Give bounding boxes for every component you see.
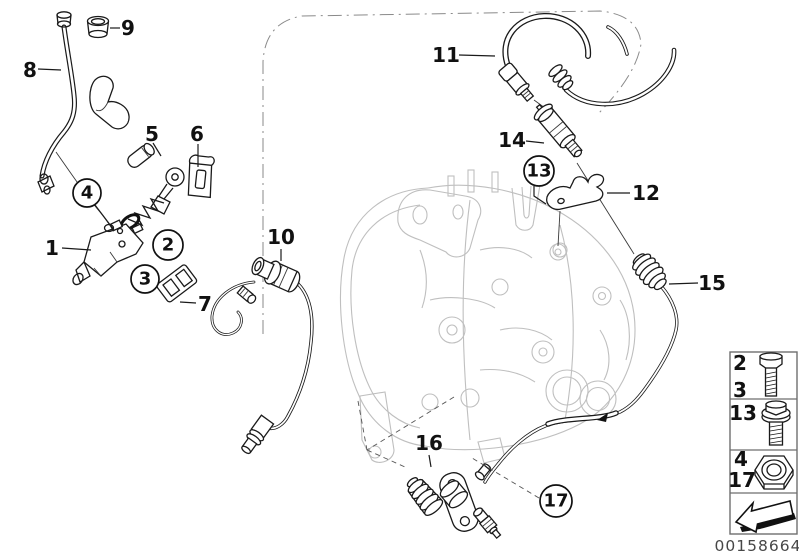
callout-number-13: 13 xyxy=(526,161,551,182)
callout-number-3: 3 xyxy=(139,269,152,290)
flange-bolt-icon xyxy=(761,400,791,446)
callout-number-2: 2 xyxy=(162,235,175,256)
callout-8: 8 xyxy=(23,58,62,82)
callout-number-11: 11 xyxy=(432,43,460,67)
callout-number-12: 12 xyxy=(632,181,660,205)
slave-bellows xyxy=(406,477,444,516)
callout-number-17: 17 xyxy=(543,491,568,512)
callout-2: 2 xyxy=(152,229,184,261)
legend-part-number-3: 3 xyxy=(733,378,747,402)
part-1-master-cylinder xyxy=(72,167,185,286)
part-6-clip xyxy=(187,154,215,199)
callout-13: 13 xyxy=(523,155,555,205)
legend-part-number-2: 2 xyxy=(733,351,747,375)
callout-number-7: 7 xyxy=(198,292,212,316)
assembly-dashed-line xyxy=(366,396,455,451)
callout-number-14: 14 xyxy=(498,128,526,152)
slave-bleed-fitting xyxy=(473,507,502,540)
coil-fitting xyxy=(236,285,257,304)
callout-number-5: 5 xyxy=(145,122,159,146)
legend-part-number-4: 4 xyxy=(734,447,748,471)
assembly-marks xyxy=(357,396,455,468)
grommet-body xyxy=(632,253,667,291)
direction-arrow-icon xyxy=(734,500,796,534)
callout-10: 10 xyxy=(267,225,295,261)
callout-circle-17 xyxy=(539,484,573,518)
fastener-legend xyxy=(729,351,798,535)
part-12-bracket xyxy=(546,173,605,247)
callout-leader-11 xyxy=(458,54,496,57)
callout-number-15: 15 xyxy=(698,271,726,295)
diagram-code: 00158664 xyxy=(715,537,799,555)
assembly-axis-line xyxy=(576,162,635,255)
part-7-clip xyxy=(156,264,198,303)
hose-end-fitting xyxy=(37,173,55,195)
callout-7: 7 xyxy=(179,292,212,316)
callout-leader-4 xyxy=(94,204,115,231)
hose-coupling-11 xyxy=(548,64,574,91)
hex-bolt-icon xyxy=(759,352,783,397)
part-9-cap xyxy=(86,15,110,39)
pipe-direction-marker xyxy=(597,413,608,422)
callout-5: 5 xyxy=(145,122,162,157)
part-16-slave-cylinder xyxy=(406,463,502,540)
callout-16: 16 xyxy=(415,431,443,468)
callout-number-6: 6 xyxy=(190,122,204,146)
callout-number-9: 9 xyxy=(121,16,135,40)
callout-leader-14 xyxy=(525,140,545,144)
hose-end-fitting-11 xyxy=(498,62,535,103)
callout-6: 6 xyxy=(190,122,204,167)
callout-number-4: 4 xyxy=(81,183,94,204)
part-10-pipe xyxy=(210,256,314,455)
callout-circle-3 xyxy=(130,264,160,294)
quick-connector xyxy=(251,256,301,293)
callout-leader-5 xyxy=(152,142,162,157)
transmission-housing-ghost xyxy=(339,169,636,464)
part-5-pin xyxy=(127,142,155,168)
callout-leader-17 xyxy=(471,457,540,499)
callout-leader-7 xyxy=(179,301,197,304)
callout-circle-13 xyxy=(523,155,555,187)
legend-part-number-13: 13 xyxy=(729,401,757,425)
callout-leader-1 xyxy=(61,247,92,251)
callout-leader-13 xyxy=(533,186,547,205)
callout-circle-2 xyxy=(152,229,184,261)
callout-number-10: 10 xyxy=(267,225,295,249)
callout-1: 1 xyxy=(45,236,92,260)
legend-numbers: 2 313 417 xyxy=(728,351,757,492)
callout-circle-4 xyxy=(72,178,102,208)
callout-leader-15 xyxy=(668,282,699,285)
callout-4: 4 xyxy=(72,178,115,231)
hex-nut-icon xyxy=(754,455,794,490)
part-11-hose xyxy=(498,12,677,107)
legend-part-number-17: 17 xyxy=(728,468,756,492)
callout-12: 12 xyxy=(607,181,660,205)
callout-leader-8 xyxy=(37,68,62,71)
callout-number-1: 1 xyxy=(45,236,59,260)
pipe-routing-dashdot-line xyxy=(262,10,642,334)
callout-9: 9 xyxy=(110,16,135,40)
part-15-grommet-pipe xyxy=(483,253,679,484)
part-14-connector-valve xyxy=(533,103,583,158)
slave-body xyxy=(439,480,469,509)
callout-15: 15 xyxy=(668,271,726,295)
callout-leader-16 xyxy=(428,454,432,468)
assembly-dashed-line xyxy=(366,449,406,468)
callout-3: 3 xyxy=(130,264,160,294)
callout-number-16: 16 xyxy=(415,431,443,455)
callout-14: 14 xyxy=(498,128,545,152)
elbow-fitting xyxy=(241,414,275,455)
callout-11: 11 xyxy=(432,43,496,67)
callout-number-8: 8 xyxy=(23,58,37,82)
callout-17: 17 xyxy=(471,457,573,518)
